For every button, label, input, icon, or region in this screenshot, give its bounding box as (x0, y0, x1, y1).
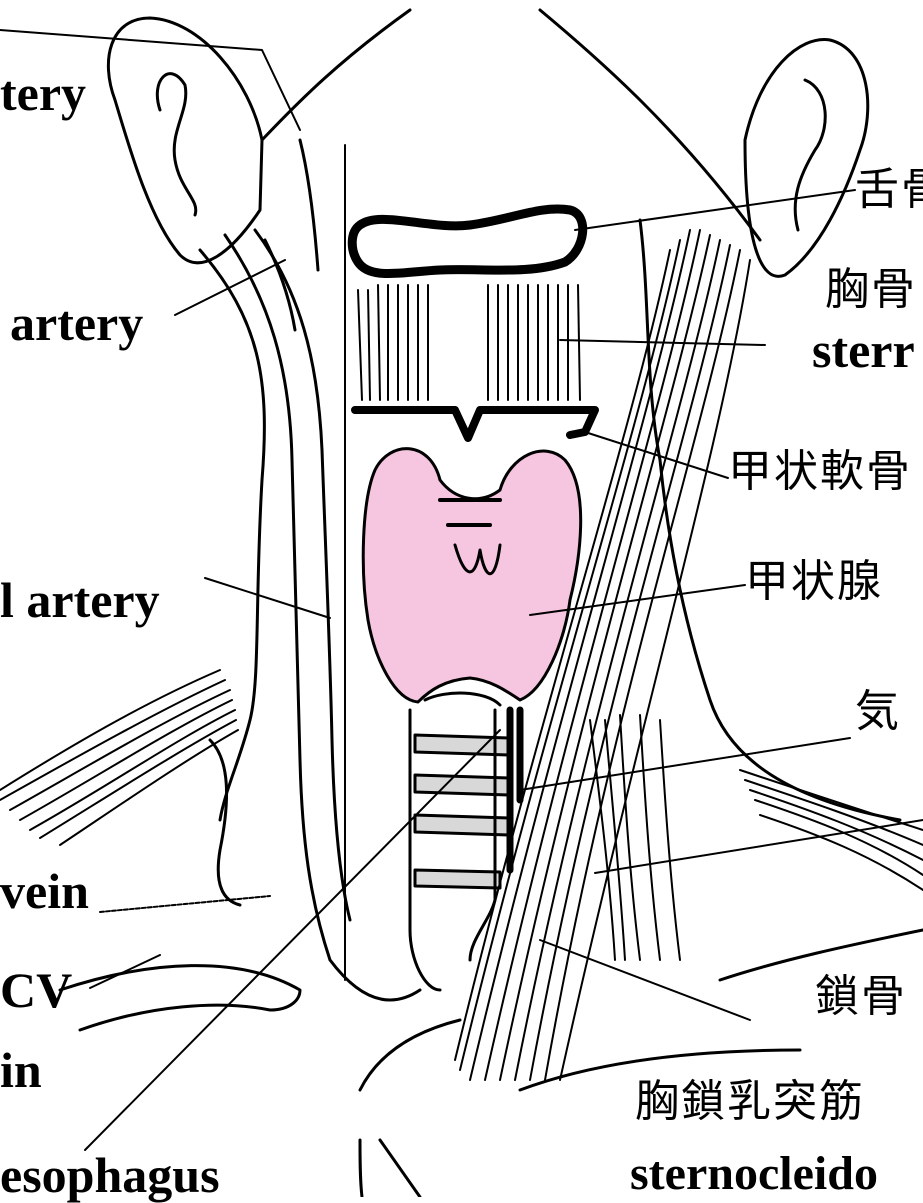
right-ear-inner (795, 80, 825, 230)
label-scm-en: sternocleido (630, 1150, 878, 1198)
label-clavicle: 鎖骨 (815, 975, 907, 1019)
leader-esophagus (85, 730, 500, 1150)
thyroid-gland (363, 449, 580, 702)
leader-trachea (520, 738, 850, 790)
right-ear (745, 40, 868, 277)
leader-vein (100, 896, 270, 912)
leader-artery-mid (175, 260, 285, 315)
head-outline (262, 10, 760, 240)
thyroid-cartilage (355, 410, 595, 438)
hyoid-bone (352, 209, 583, 274)
label-thyroid-gland: 甲状腺 (745, 560, 883, 604)
label-scv: CV (0, 965, 72, 1015)
label-hyoid: 舌骨 (855, 168, 923, 212)
body-lower (360, 1140, 420, 1197)
sternohyoid-muscle (358, 285, 580, 400)
label-scm-jp: 胸鎖乳突筋 (635, 1080, 865, 1124)
vessel-branch-1 (300, 140, 318, 270)
label-sternohyoid-en: sterr (812, 325, 915, 375)
leader-hyoid (575, 190, 855, 230)
leader-artery-low (205, 578, 330, 618)
label-in: in (0, 1045, 42, 1095)
label-esophagus: esophagus (0, 1150, 220, 1200)
label-artery-mid: artery (10, 298, 143, 348)
label-thyroid-cartilage: 甲状軟骨 (728, 450, 912, 494)
left-clavicle (60, 966, 300, 1030)
leader-scv (90, 955, 160, 988)
label-artery-low: l artery (0, 575, 160, 625)
label-artery-top: tery (0, 68, 86, 118)
trachea-rings (410, 693, 510, 990)
chest-curve-left (360, 1020, 460, 1090)
left-trapezius-muscle (0, 670, 238, 845)
right-trapezius-muscle (740, 770, 923, 890)
label-vein: vein (0, 866, 89, 916)
esophagus-bar (510, 710, 520, 870)
label-trachea: 気 (855, 690, 901, 734)
label-sternohyoid-jp: 胸骨 (825, 268, 917, 312)
left-ear-inner (157, 74, 195, 215)
left-ear (108, 18, 262, 263)
